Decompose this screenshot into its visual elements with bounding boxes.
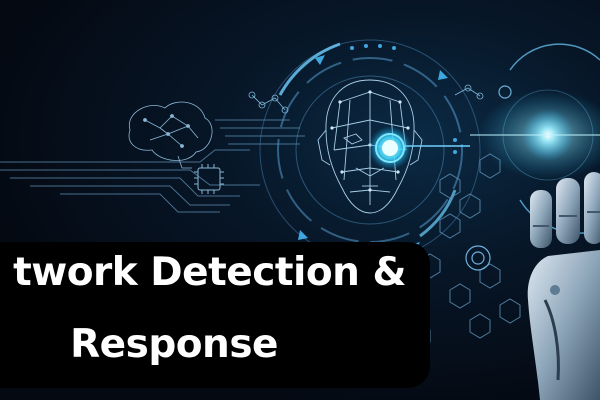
title-line-1: twork Detection & xyxy=(13,250,406,295)
scan-rings xyxy=(259,39,481,261)
chip-icon xyxy=(194,164,224,194)
hexagon-circle-icon xyxy=(465,85,512,271)
robot-hand-icon xyxy=(527,172,600,400)
ring-markers xyxy=(298,44,457,252)
brain-icon xyxy=(128,101,213,169)
title-line-2: Response xyxy=(70,322,278,367)
network-nodes xyxy=(248,84,484,114)
glowing-eye xyxy=(368,126,412,170)
light-flare xyxy=(470,90,600,180)
circuit-lines xyxy=(0,119,305,213)
title-caption-box xyxy=(0,242,430,388)
